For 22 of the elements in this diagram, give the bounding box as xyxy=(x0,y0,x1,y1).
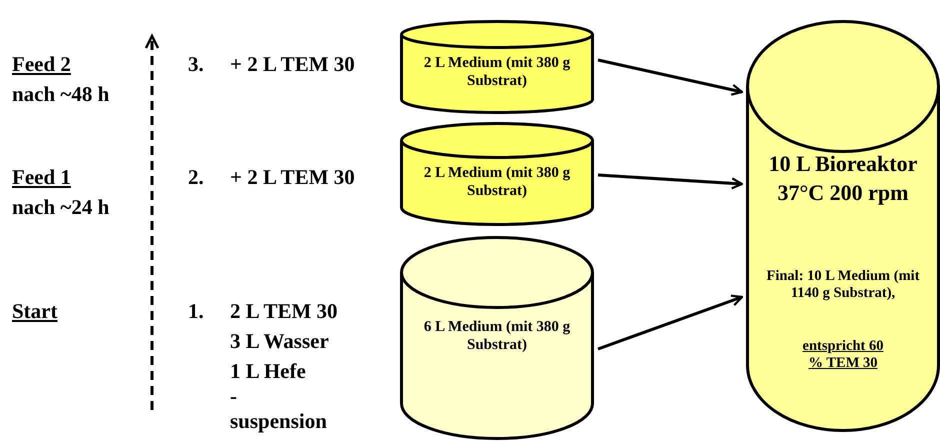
node-text: 2 L Medium (mit 380 g Substrat) xyxy=(422,164,572,200)
node-text: 6 L Medium (mit 380 g Substrat) xyxy=(422,318,572,354)
ingredient-text: 1 L Hefe -suspension xyxy=(230,359,328,435)
step-text: + 2 L TEM 30 xyxy=(230,52,355,78)
arrow xyxy=(598,174,744,190)
phase-heading: Feed 1 xyxy=(12,165,71,190)
step-text: + 2 L TEM 30 xyxy=(230,165,355,190)
time-note: nach ~24 h xyxy=(12,195,110,220)
step-number: 2. xyxy=(188,165,204,190)
node-text: entspricht 60 % TEM 30 xyxy=(802,338,884,373)
time-note: nach ~48 h xyxy=(12,82,110,108)
phase-heading: Feed 2 xyxy=(12,52,71,78)
node-text: 2 L Medium (mit 380 g Substrat) xyxy=(422,54,572,90)
step-number: 3. xyxy=(188,52,204,78)
node-text: Final: 10 L Medium (mit 1140 g Substrat), xyxy=(765,268,921,303)
ingredient-text: 2 L TEM 30 xyxy=(230,299,338,324)
arrow xyxy=(598,294,744,350)
arrow xyxy=(598,58,744,96)
node-text: 10 L Bioreaktor 37°C 200 rpm xyxy=(768,150,918,207)
ingredient-text: 3 L Wasser xyxy=(230,329,329,354)
step-number: 1. xyxy=(188,299,204,324)
phase-heading: Start xyxy=(12,299,58,324)
